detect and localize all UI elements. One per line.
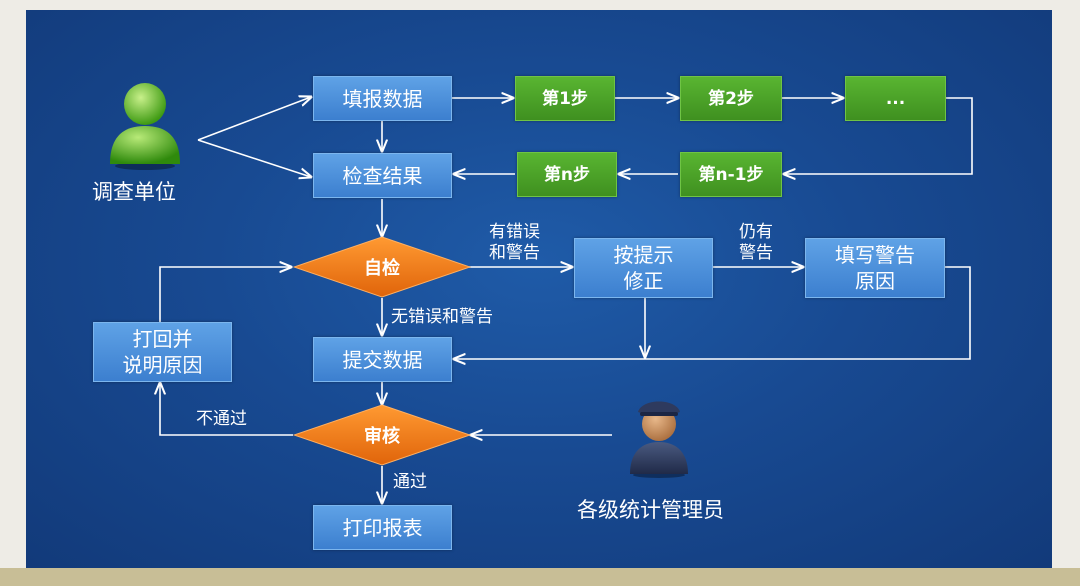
bottom-band xyxy=(0,568,1080,586)
has-error-label-line2: 和警告 xyxy=(489,243,540,263)
admin-label: 各级统计管理员 xyxy=(577,498,724,522)
survey-unit-label: 调查单位 xyxy=(92,180,176,204)
step-2-box: 第2步 xyxy=(680,76,782,121)
self-check-decision: 自检 xyxy=(293,236,471,298)
admin-user-icon xyxy=(630,401,688,478)
fill-warning-reason-box: 填写警告 原因 xyxy=(805,238,945,298)
self-check-label: 自检 xyxy=(364,258,400,279)
fill-warning-line1: 填写警告 xyxy=(835,243,915,267)
not-pass-label: 不通过 xyxy=(196,409,247,429)
fix-by-hint-box: 按提示 修正 xyxy=(574,238,713,298)
fill-data-box: 填报数据 xyxy=(313,76,452,121)
step-n-box: 第n步 xyxy=(517,152,617,197)
fill-warning-line2: 原因 xyxy=(855,269,895,293)
submit-data-box: 提交数据 xyxy=(313,337,452,382)
step-n-minus-1-box: 第n-1步 xyxy=(680,152,782,197)
return-explain-line1: 打回并 xyxy=(132,327,193,351)
has-error-label-line1: 有错误 xyxy=(489,222,540,242)
no-error-label: 无错误和警告 xyxy=(391,307,493,327)
return-explain-line2: 说明原因 xyxy=(122,353,203,377)
user-icon xyxy=(110,83,180,170)
review-label: 审核 xyxy=(364,426,400,447)
fix-by-hint-line2: 修正 xyxy=(623,269,664,293)
still-warning-label-line2: 警告 xyxy=(739,243,773,263)
check-result-box: 检查结果 xyxy=(313,153,452,198)
review-decision: 审核 xyxy=(293,404,471,466)
print-report-box: 打印报表 xyxy=(313,505,452,550)
step-1-box: 第1步 xyxy=(515,76,615,121)
step-more-box: ... xyxy=(845,76,946,121)
pass-label: 通过 xyxy=(393,472,427,492)
return-explain-box: 打回并 说明原因 xyxy=(93,322,232,382)
still-warning-label-line1: 仍有 xyxy=(739,222,773,242)
fix-by-hint-line1: 按提示 xyxy=(613,243,674,267)
